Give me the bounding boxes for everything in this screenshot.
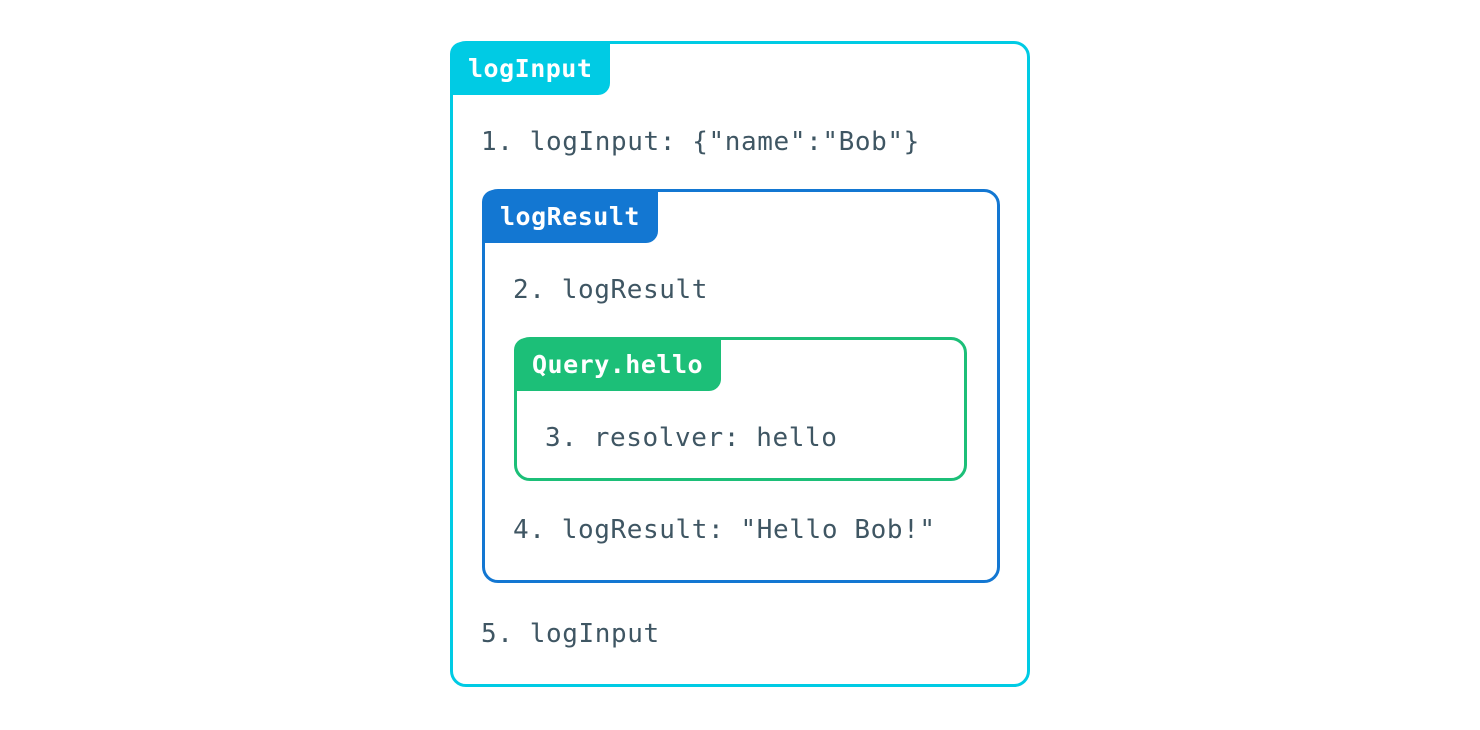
trace-box-label-loginput: logInput [450, 42, 611, 95]
trace-box-label-logresult: logResult [482, 190, 658, 243]
log-line-1: 1. logInput: {"name":"Bob"} [481, 127, 920, 157]
log-line-4: 4. logResult: "Hello Bob!" [513, 515, 936, 545]
log-line-5: 5. logInput [481, 619, 660, 649]
log-line-2: 2. logResult [513, 275, 709, 305]
trace-box-label-query-hello: Query.hello [514, 338, 722, 391]
log-line-3: 3. resolver: hello [545, 423, 838, 453]
